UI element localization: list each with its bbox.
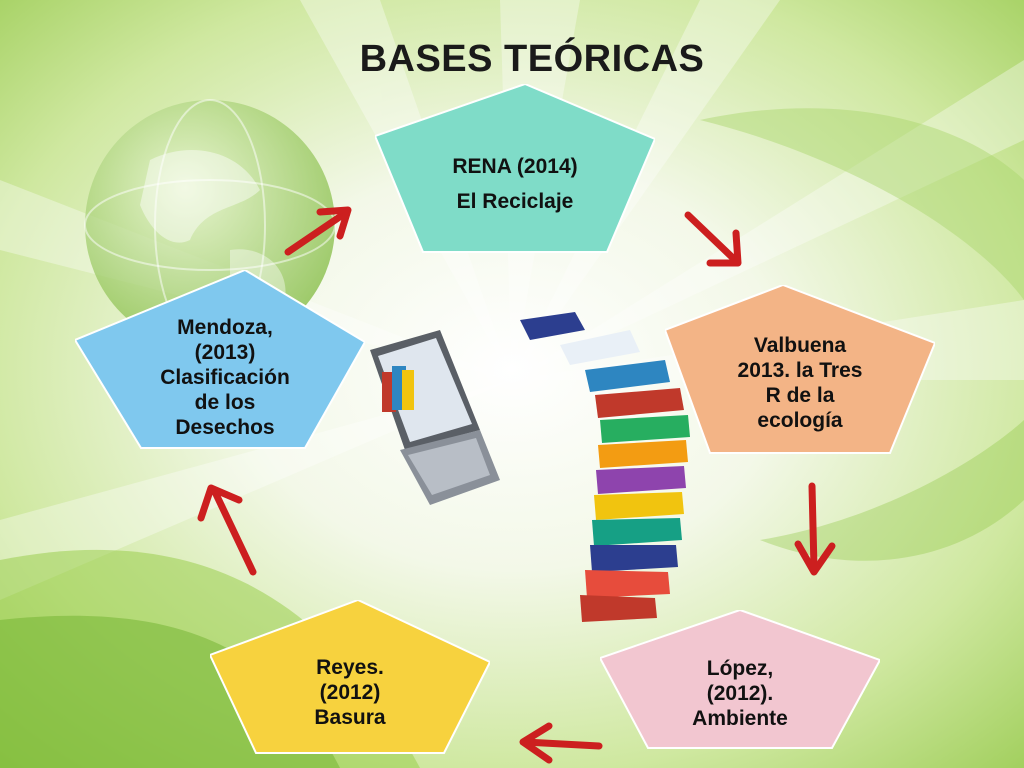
laptop-icon — [370, 330, 500, 505]
node-valbuena-shape — [665, 285, 935, 454]
node-reyes: Reyes. (2012) Basura — [210, 600, 490, 755]
arrow-lopez-to-reyes — [519, 722, 603, 764]
node-mendoza-line-1: Mendoza, — [177, 316, 273, 339]
node-mendoza-line-2: (2013) — [194, 341, 256, 364]
arrow-mendoza-to-rena — [284, 206, 352, 256]
node-mendoza-shape — [75, 270, 365, 449]
node-rena-label: RENA (2014) El Reciclaje — [415, 144, 615, 224]
node-reyes-line-1: Reyes. — [316, 656, 384, 679]
node-valbuena-pentagon — [665, 285, 935, 454]
node-reyes-pentagon — [210, 600, 490, 754]
node-mendoza-label: Mendoza, (2013) Clasificación de los Des… — [140, 310, 310, 445]
node-mendoza-pentagon — [75, 270, 365, 449]
node-rena-pentagon — [375, 84, 655, 253]
node-reyes-shape — [210, 600, 490, 754]
node-lopez-line-1: López, — [706, 656, 774, 680]
arrow-rena-to-valbuena — [684, 211, 742, 267]
node-rena: RENA (2014) El Reciclaje — [375, 84, 655, 254]
node-lopez-pentagon — [600, 610, 880, 749]
node-rena-shape — [375, 84, 655, 253]
node-valbuena: Valbuena 2013. la Tres R de la ecología — [665, 285, 935, 455]
node-lopez-shape — [600, 610, 880, 749]
node-mendoza-line-3: Clasificación — [160, 366, 290, 389]
node-valbuena-line-4: ecología — [757, 408, 843, 432]
arrow-reyes-to-mendoza — [197, 484, 257, 576]
node-reyes-line-2: (2012) — [319, 681, 381, 704]
node-mendoza-line-5: Desechos — [175, 416, 275, 439]
node-reyes-label: Reyes. (2012) Basura — [260, 645, 440, 740]
node-lopez-label: López, (2012). Ambiente — [650, 648, 830, 738]
arrow-valbuena-to-lopez — [794, 482, 836, 576]
node-valbuena-line-3: R de la — [765, 383, 835, 407]
node-valbuena-line-1: Valbuena — [753, 333, 847, 357]
node-lopez-line-2: (2012). — [706, 681, 774, 705]
node-mendoza: Mendoza, (2013) Clasificación de los Des… — [75, 270, 365, 450]
node-valbuena-line-2: 2013. la Tres — [737, 358, 863, 382]
node-mendoza-line-4: de los — [194, 391, 256, 414]
node-lopez-line-3: Ambiente — [692, 706, 788, 730]
node-reyes-line-3: Basura — [314, 706, 386, 729]
node-rena-line-2: El Reciclaje — [456, 190, 574, 213]
books-stack-icon — [520, 312, 690, 622]
page-title: BASES TEÓRICAS — [359, 38, 705, 80]
node-lopez: López, (2012). Ambiente — [600, 610, 880, 750]
node-rena-line-1: RENA (2014) — [452, 155, 578, 178]
node-valbuena-label: Valbuena 2013. la Tres R de la ecología — [710, 325, 890, 440]
